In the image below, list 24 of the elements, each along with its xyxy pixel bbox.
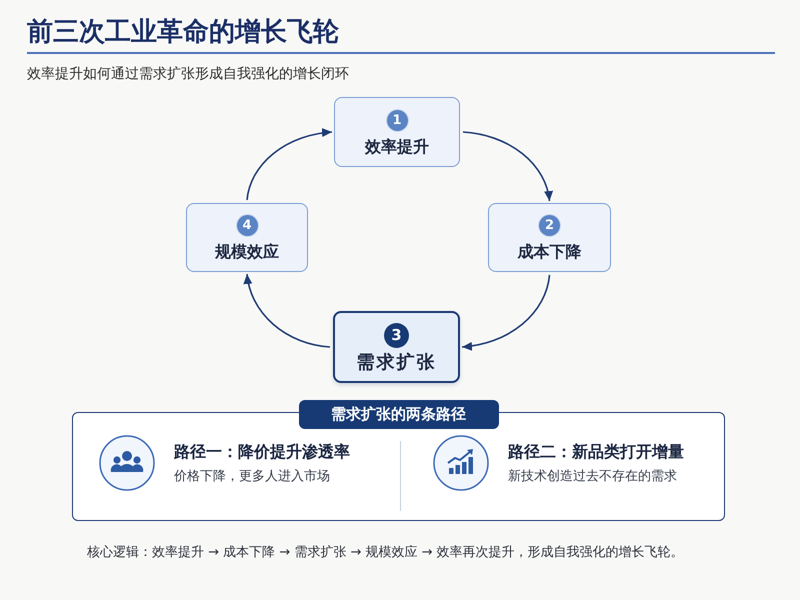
page-title: 前三次工业革命的增长飞轮	[27, 16, 339, 49]
step-number-badge: 1	[386, 110, 408, 130]
summary-caption: 核心逻辑：效率提升 → 成本下降 → 需求扩张 → 规模效应 → 效率再次提升，形成自我强化的增长飞轮。	[87, 544, 684, 562]
path-heading: 路径一：降价提升渗透率	[174, 444, 350, 460]
step-label: 成本下降	[518, 244, 582, 260]
step-number-badge: 2	[539, 215, 560, 236]
path-description: 新技术创造过去不存在的需求	[508, 470, 678, 482]
cycle-arrow	[462, 131, 552, 202]
step-label: 效率提升	[365, 138, 429, 154]
step-card	[186, 203, 308, 272]
step-number-badge: 4	[236, 215, 258, 236]
cycle-arrow	[246, 128, 332, 200]
step-card	[488, 203, 611, 272]
cycle-arrow	[244, 274, 330, 348]
cycle-arrow	[462, 274, 550, 350]
subtitle: 效率提升如何通过需求扩张形成自我强化的增长闭环	[27, 65, 349, 84]
step-label: 规模效应	[215, 244, 279, 260]
panel-header-tab: 需求扩张的两条路径	[298, 400, 498, 429]
step-label: 需求扩张	[356, 354, 436, 372]
step-card	[333, 311, 460, 383]
path-heading: 路径二：新品类打开增量	[508, 444, 684, 460]
step-card	[334, 97, 460, 167]
path-description: 价格下降，更多人进入市场	[174, 470, 331, 482]
step-number-badge: 3	[384, 322, 409, 348]
